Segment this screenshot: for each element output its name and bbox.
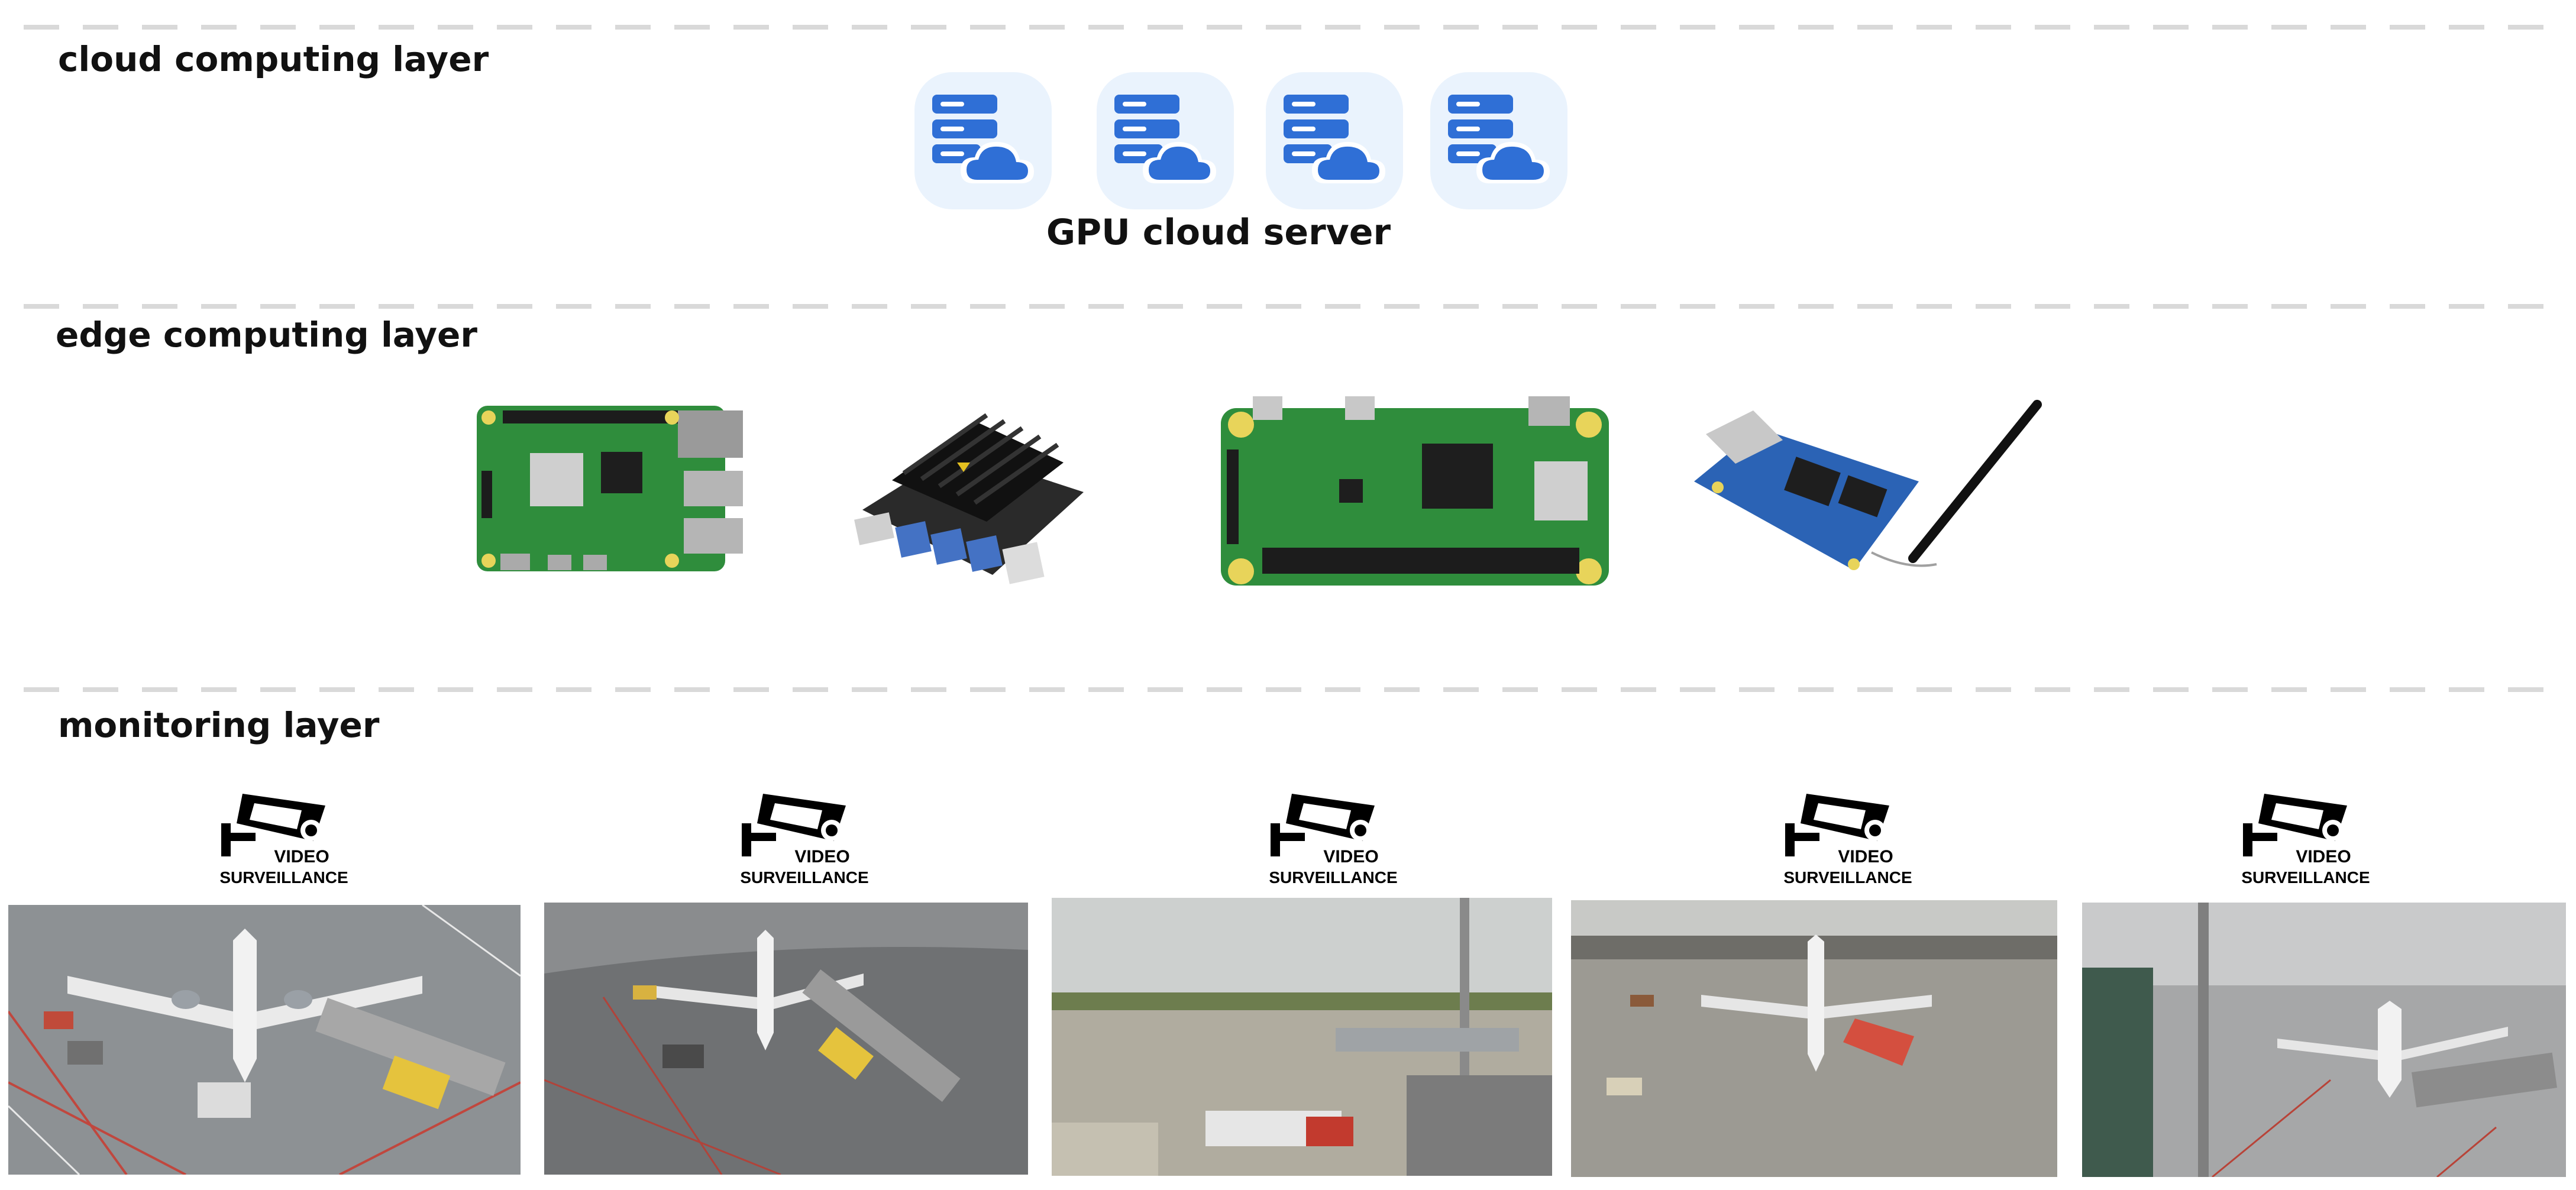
gpu-server-tile-1 xyxy=(914,72,1052,209)
surveillance-sign-5: VIDEO SURVEILLANCE xyxy=(2235,782,2377,900)
gpu-server-tile-4 xyxy=(1430,72,1567,209)
surveillance-sign-3: VIDEO SURVEILLANCE xyxy=(1262,782,1404,900)
gpu-server-tile-2 xyxy=(1097,72,1234,209)
cctv-camera-icon xyxy=(1785,794,1889,856)
sign-line-2: SURVEILLANCE xyxy=(1783,868,1912,887)
sign-line-2: SURVEILLANCE xyxy=(740,868,869,887)
jetson-nano-board xyxy=(854,413,1084,584)
server-cloud-icon xyxy=(1448,95,1550,183)
divider-cloud-edge xyxy=(24,304,2561,309)
sign-line-1: VIDEO xyxy=(794,847,850,866)
raspberry-pi-4-board xyxy=(477,406,743,571)
edge-layer-title: edge computing layer xyxy=(56,315,477,355)
camera-photo-5 xyxy=(2082,903,2566,1177)
server-cloud-icon xyxy=(1284,95,1385,183)
cctv-camera-icon xyxy=(1271,794,1375,856)
cloud-layer-title: cloud computing layer xyxy=(58,39,489,79)
surveillance-sign-1: VIDEO SURVEILLANCE xyxy=(213,782,355,900)
cctv-camera-icon xyxy=(742,794,846,856)
sign-line-2: SURVEILLANCE xyxy=(2241,868,2370,887)
server-cloud-icon xyxy=(932,95,1034,183)
sign-line-2: SURVEILLANCE xyxy=(219,868,348,887)
camera-photo-4 xyxy=(1571,900,2057,1177)
surveillance-sign-2: VIDEO SURVEILLANCE xyxy=(733,782,875,900)
surveillance-sign-4: VIDEO SURVEILLANCE xyxy=(1777,782,1919,900)
raspberry-pi-zero-board xyxy=(1221,396,1609,586)
sign-line-1: VIDEO xyxy=(274,847,329,866)
cctv-camera-icon xyxy=(2243,794,2347,856)
camera-photo-3 xyxy=(1052,898,1552,1176)
monitoring-layer-title: monitoring layer xyxy=(58,705,380,745)
camera-photo-2 xyxy=(544,903,1028,1175)
orange-pi-zero-board xyxy=(1694,400,2042,570)
sign-line-1: VIDEO xyxy=(1838,847,1893,866)
sign-line-1: VIDEO xyxy=(2296,847,2351,866)
gpu-server-tile-3 xyxy=(1266,72,1403,209)
divider-edge-monitoring xyxy=(24,687,2561,692)
camera-photo-1 xyxy=(8,905,521,1175)
gpu-cloud-server-label: GPU cloud server xyxy=(1046,212,1391,253)
server-cloud-icon xyxy=(1114,95,1216,183)
sign-line-2: SURVEILLANCE xyxy=(1269,868,1398,887)
sign-line-1: VIDEO xyxy=(1323,847,1379,866)
cctv-camera-icon xyxy=(221,794,325,856)
divider-top xyxy=(24,25,2561,30)
